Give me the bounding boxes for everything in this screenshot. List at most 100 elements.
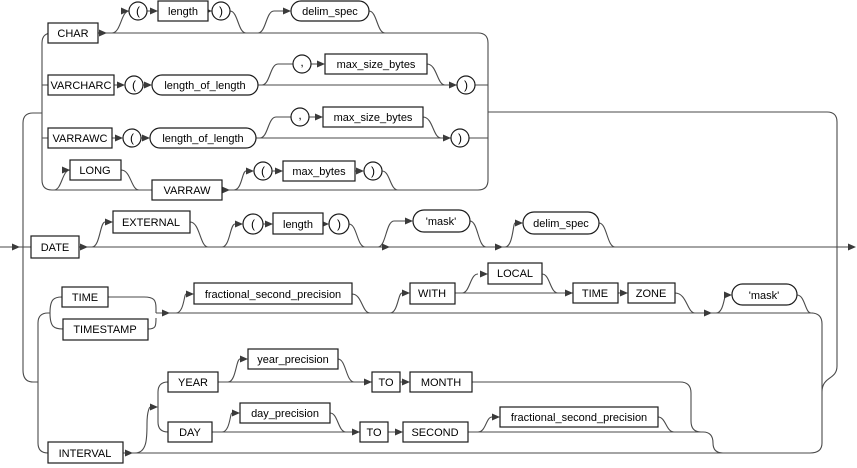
to-label: TO	[378, 377, 394, 389]
mask-label: 'mask'	[426, 216, 456, 228]
zone-box	[627, 282, 676, 304]
varraw-box	[151, 179, 223, 201]
node-date: DATE	[30, 235, 80, 259]
node-comma-2: ,	[290, 107, 310, 127]
mask-oval	[412, 209, 471, 233]
node-fractional-second-precision-2: fractional_second_precision	[499, 406, 659, 428]
node-lparen-5: (	[242, 213, 264, 235]
year-precision-label: year_precision	[257, 354, 329, 366]
time-label: TIME	[72, 292, 98, 304]
node-year-precision: year_precision	[247, 348, 339, 370]
max-bytes-label: max_bytes	[292, 166, 346, 178]
node-local: LOCAL	[487, 262, 543, 285]
day-label: DAY	[179, 427, 201, 439]
node-to-1: TO	[371, 371, 401, 393]
char-label: CHAR	[57, 28, 88, 40]
lparen-label: (	[130, 131, 134, 145]
rparen-circle	[363, 161, 383, 181]
with-label: WITH	[418, 288, 446, 300]
time-box	[572, 282, 619, 304]
interval-label: INTERVAL	[59, 448, 112, 460]
node-lparen-3: (	[122, 128, 142, 148]
node-comma-1: ,	[292, 54, 312, 74]
day-precision-label: day_precision	[251, 408, 319, 420]
date-label: DATE	[41, 242, 70, 254]
month-label: MONTH	[421, 377, 461, 389]
year-label: YEAR	[178, 377, 208, 389]
comma-label: ,	[300, 55, 303, 69]
day-box	[167, 421, 213, 443]
node-second: SECOND	[402, 421, 469, 443]
to-box	[359, 421, 389, 443]
lparen-label: (	[251, 217, 255, 231]
length-of-length-oval	[151, 74, 259, 96]
node-timestamp: TIMESTAMP	[62, 318, 149, 341]
to-box	[371, 371, 401, 393]
max-size-bytes-label: max_size_bytes	[334, 112, 413, 124]
rparen-circle	[456, 75, 476, 95]
fractional-second-precision-box	[193, 282, 353, 305]
length-of-length-oval	[149, 127, 257, 149]
rparen-label: )	[337, 217, 341, 231]
long-label: LONG	[79, 165, 110, 177]
fractional-second-precision-label: fractional_second_precision	[511, 412, 647, 424]
lparen-circle	[128, 1, 148, 21]
node-length-of-length-2: length_of_length	[149, 127, 257, 149]
time-label: TIME	[582, 288, 608, 300]
time-box	[61, 286, 109, 308]
max-size-bytes-box	[322, 106, 424, 128]
node-to-2: TO	[359, 421, 389, 443]
node-rparen-2: )	[456, 75, 476, 95]
node-delim-spec-2: delim_spec	[522, 211, 600, 235]
comma-circle	[290, 107, 310, 127]
external-box	[112, 210, 191, 234]
mask-oval	[731, 283, 798, 306]
lparen-label: (	[136, 4, 140, 18]
delim-spec-oval	[290, 0, 370, 22]
node-lparen-1: (	[128, 1, 148, 21]
delim-spec-oval	[522, 211, 600, 235]
node-mask-2: 'mask'	[731, 283, 798, 306]
second-label: SECOND	[411, 427, 458, 439]
node-zone: ZONE	[627, 282, 676, 304]
to-label: TO	[366, 427, 382, 439]
node-rparen-1: )	[211, 1, 231, 21]
node-month: MONTH	[409, 371, 473, 393]
node-fractional-second-precision-1: fractional_second_precision	[193, 282, 353, 305]
length-label: length	[168, 6, 198, 18]
comma-circle	[292, 54, 312, 74]
lparen-circle	[122, 128, 142, 148]
timestamp-label: TIMESTAMP	[73, 324, 136, 336]
delim-spec-label: delim_spec	[533, 218, 589, 230]
rparen-label: )	[458, 131, 462, 145]
max-size-bytes-label: max_size_bytes	[337, 59, 416, 71]
year-box	[167, 371, 219, 393]
date-box	[30, 235, 80, 259]
length-label: length	[283, 219, 313, 231]
node-varraw: VARRAW	[151, 179, 223, 201]
day-precision-box	[239, 402, 331, 424]
varraw-label: VARRAW	[163, 185, 211, 197]
lparen-label: (	[261, 164, 265, 178]
node-mask-1: 'mask'	[412, 209, 471, 233]
month-box	[409, 371, 473, 393]
rparen-circle	[328, 213, 350, 235]
year-precision-box	[247, 348, 339, 370]
node-rparen-3: )	[450, 128, 470, 148]
node-year: YEAR	[167, 371, 219, 393]
local-label: LOCAL	[497, 268, 533, 280]
local-box	[487, 262, 543, 285]
node-external: EXTERNAL	[112, 210, 191, 234]
length-box	[157, 0, 209, 22]
node-varcharc: VARCHARC	[47, 74, 115, 96]
max-size-bytes-box	[324, 53, 428, 75]
node-char: CHAR	[47, 22, 99, 44]
interval-box	[47, 441, 124, 464]
comma-label: ,	[298, 108, 301, 122]
length-of-length-label: length_of_length	[164, 80, 245, 92]
node-day-precision: day_precision	[239, 402, 331, 424]
node-long: LONG	[69, 159, 122, 181]
varrawc-label: VARRAWC	[53, 133, 108, 145]
